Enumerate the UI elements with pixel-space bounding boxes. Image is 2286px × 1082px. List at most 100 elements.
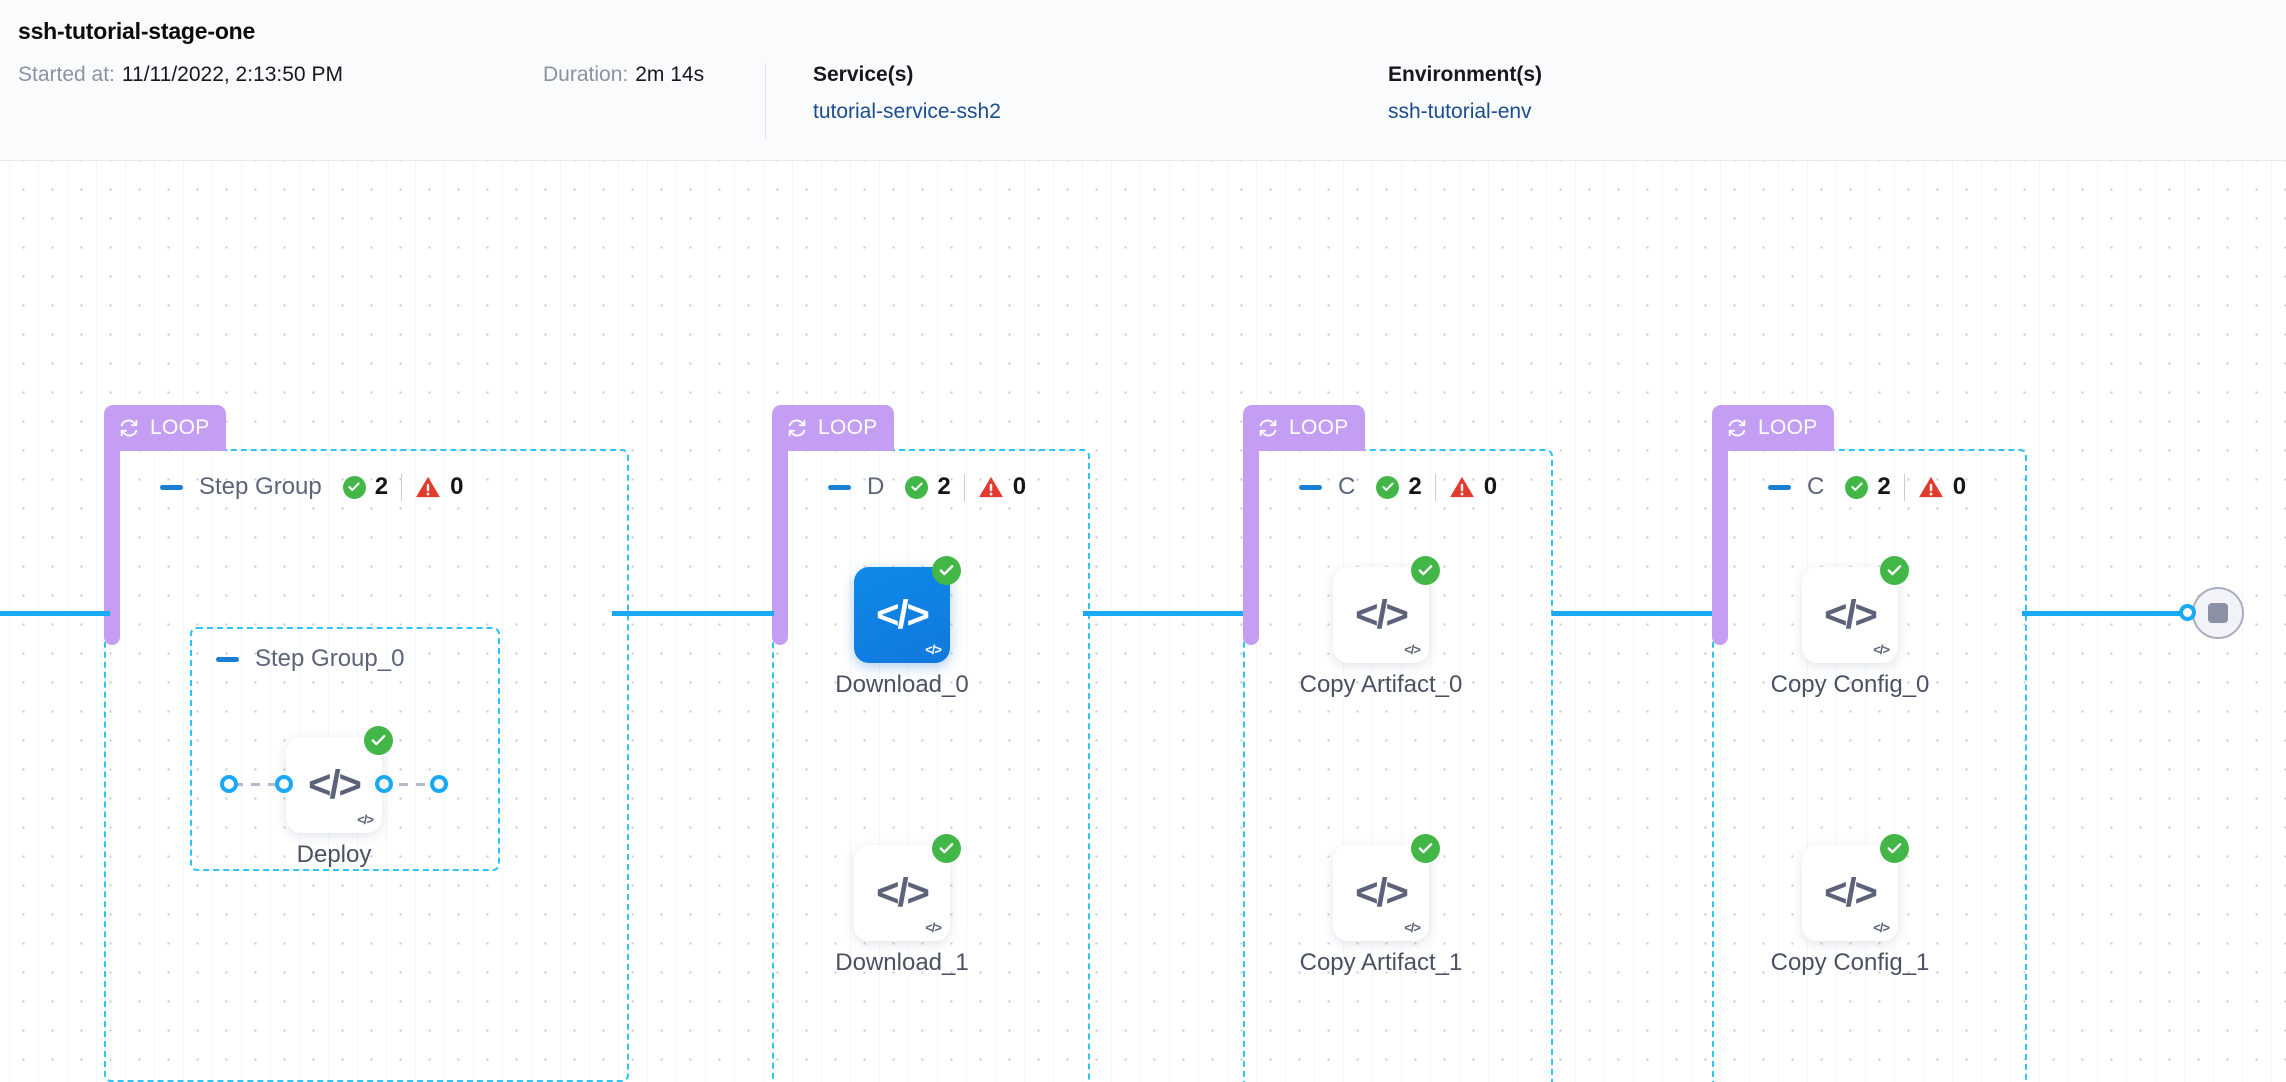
loop-icon [120, 419, 138, 437]
code-icon: </> [1824, 871, 1878, 915]
connection-dot-outer-left[interactable] [220, 775, 238, 793]
node-status-success-icon [364, 726, 393, 755]
started-at-cell: Started at: 11/11/2022, 2:13:50 PM [18, 63, 543, 87]
loop-edge-bar [1712, 445, 1728, 645]
loop-group-step-group: LOOP Step Group 2 0 [104, 405, 629, 1082]
connection-dot-left[interactable] [2179, 604, 2196, 621]
loop-badge-label: LOOP [818, 416, 878, 439]
group-counts: 2 0 [1845, 473, 1966, 501]
loop-badge-label: LOOP [150, 416, 210, 439]
connection-dot-right[interactable] [375, 775, 393, 793]
node-label: Copy Config_1 [1770, 949, 1930, 976]
error-count: 0 [1012, 473, 1027, 500]
count-divider [1903, 473, 1905, 501]
node-card[interactable]: </> </> [1333, 556, 1440, 663]
duration-value: 2m 14s [635, 63, 705, 86]
loop-edge-bar [1243, 445, 1259, 645]
warning-triangle-icon [416, 476, 441, 498]
started-at-value: 11/11/2022, 2:13:50 PM [121, 63, 343, 86]
flow-connector-start [0, 611, 110, 616]
code-icon: </> [876, 593, 930, 637]
connector-stub-left [234, 783, 286, 786]
group-header: Step Group 2 0 [160, 473, 463, 501]
group-boundary [104, 449, 629, 1082]
duration-label: Duration: [543, 63, 629, 86]
code-small-icon: </> [925, 920, 942, 935]
execution-meta-row: Started at: 11/11/2022, 2:13:50 PM Durat… [18, 63, 2286, 141]
collapse-toggle-icon[interactable] [160, 484, 183, 490]
group-name: C [1338, 473, 1356, 500]
flow-connector-2 [1083, 611, 1243, 616]
node-card[interactable]: </> </> [854, 556, 961, 663]
connection-dot-outer-right[interactable] [430, 775, 448, 793]
loop-badge[interactable]: LOOP [772, 405, 894, 451]
success-count: 2 [1408, 473, 1422, 500]
error-icon [1449, 475, 1475, 499]
services-block: Service(s) tutorial-service-ssh2 [813, 63, 1388, 124]
node-label: Download_0 [835, 671, 969, 698]
duration-cell: Duration: 2m 14s [543, 63, 765, 87]
count-divider [1434, 473, 1436, 501]
nested-group-name: Step Group_0 [255, 645, 405, 672]
execution-header: ssh-tutorial-stage-one Started at: 11/11… [0, 0, 2286, 161]
flow-connector-end [2022, 611, 2194, 616]
error-icon [415, 475, 441, 499]
error-count: 0 [1483, 473, 1498, 500]
group-header: C 2 0 [1299, 473, 1497, 501]
error-icon [1918, 475, 1944, 499]
count-divider [401, 473, 403, 501]
code-icon: </> [1824, 593, 1878, 637]
warning-triangle-icon [978, 476, 1003, 498]
node-status-success-icon [1880, 556, 1909, 585]
flow-connector-1 [612, 611, 774, 616]
environments-value-link[interactable]: ssh-tutorial-env [1388, 100, 1532, 123]
collapse-toggle-icon[interactable] [828, 484, 851, 490]
loop-icon [788, 419, 806, 437]
stop-icon[interactable] [2192, 587, 2244, 639]
node-label: Copy Artifact_0 [1299, 671, 1463, 698]
started-at-label: Started at: [18, 63, 115, 86]
group-boundary [772, 449, 1090, 1082]
node-download-1: </> </> Download_1 [835, 834, 969, 976]
group-boundary [1243, 449, 1553, 1082]
node-copy-config-0: </> </> Copy Config_0 [1771, 556, 1929, 698]
connection-dot-left[interactable] [275, 775, 293, 793]
loop-badge[interactable]: LOOP [104, 405, 226, 451]
node-card[interactable]: </> </> [1333, 834, 1440, 941]
environments-block: Environment(s) ssh-tutorial-env [1388, 63, 1963, 124]
node-label: Copy Artifact_1 [1299, 949, 1463, 976]
code-small-icon: </> [925, 642, 942, 657]
collapse-toggle-icon[interactable] [216, 656, 239, 662]
environments-label: Environment(s) [1388, 63, 1543, 86]
end-node[interactable] [2179, 587, 2244, 639]
node-label: Download_1 [835, 949, 969, 976]
success-icon [905, 475, 929, 499]
collapse-toggle-icon[interactable] [1768, 484, 1791, 490]
pipeline-canvas[interactable]: LOOP Step Group 2 0 [0, 161, 2286, 1082]
connector-stub-right [382, 783, 434, 786]
group-name: Step Group [199, 473, 322, 500]
code-icon: </> [876, 871, 930, 915]
node-card[interactable]: </> </> [1802, 834, 1909, 941]
loop-badge[interactable]: LOOP [1243, 405, 1365, 451]
success-count: 2 [937, 473, 951, 500]
services-value-link[interactable]: tutorial-service-ssh2 [813, 100, 1001, 123]
loop-edge-bar [772, 445, 788, 645]
loop-group-download: LOOP D 2 0 [772, 405, 1090, 1082]
node-card[interactable]: </> </> [286, 726, 393, 833]
stop-square-shape [2208, 603, 2228, 623]
node-download-0: </> </> Download_0 [835, 556, 969, 698]
collapse-toggle-icon[interactable] [1299, 484, 1322, 490]
node-card[interactable]: </> </> [1802, 556, 1909, 663]
code-icon: </> [1355, 871, 1409, 915]
warning-triangle-icon [1449, 476, 1474, 498]
node-card[interactable]: </> </> [854, 834, 961, 941]
group-name: C [1807, 473, 1825, 500]
group-header: C 2 0 [1768, 473, 1966, 501]
code-icon: </> [1355, 593, 1409, 637]
success-count: 2 [1877, 473, 1891, 500]
node-copy-config-1: </> </> Copy Config_1 [1771, 834, 1929, 976]
error-icon [978, 475, 1004, 499]
error-count: 0 [450, 473, 464, 500]
loop-badge[interactable]: LOOP [1712, 405, 1834, 451]
